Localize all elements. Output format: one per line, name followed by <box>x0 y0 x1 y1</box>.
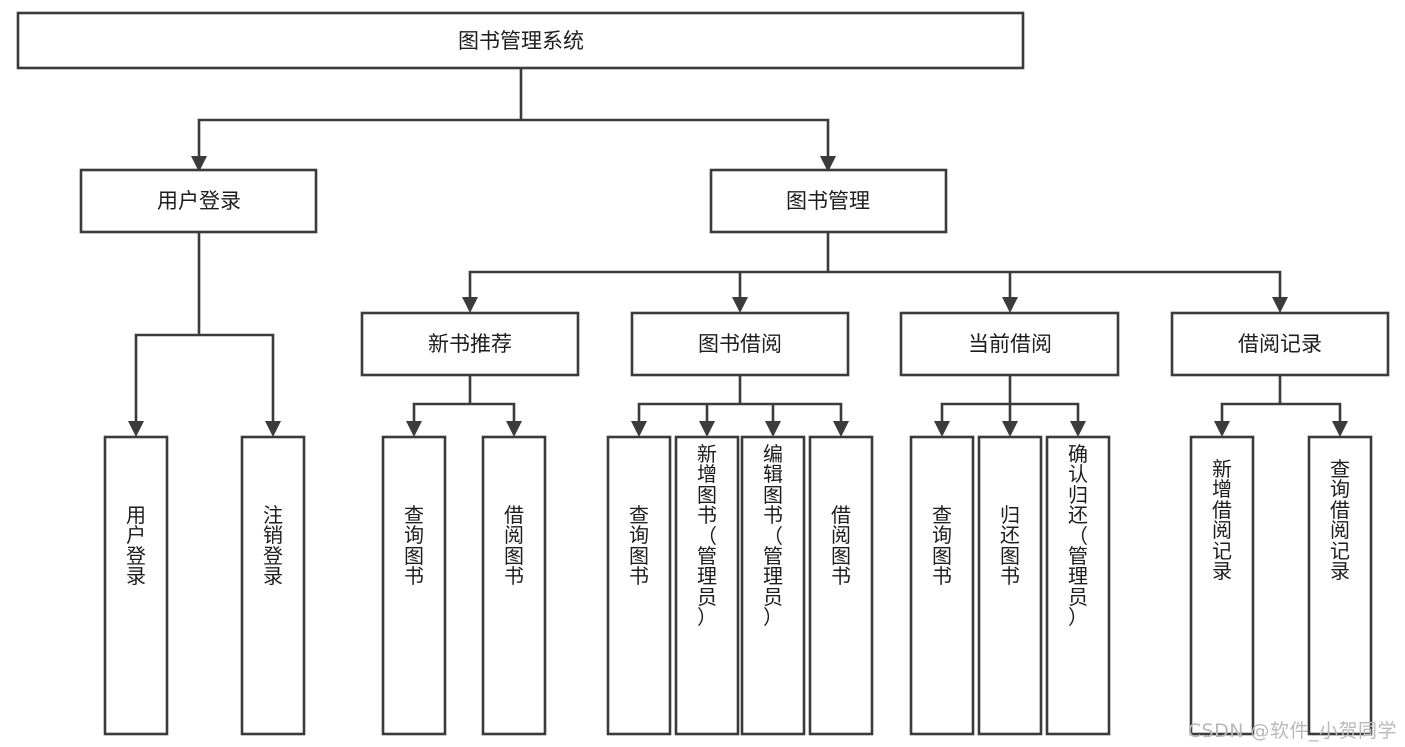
arrow-to-current-borrow <box>1002 297 1018 313</box>
arrow-cb-leaf-2 <box>1002 421 1018 437</box>
node-box-leaf-return-book-cb[interactable] <box>977 435 1043 736</box>
node-box-leaf-edit-book-bb[interactable] <box>740 435 806 736</box>
arrow-bb-leaf-3 <box>765 421 781 437</box>
node-label-root: 图书管理系统 <box>458 29 584 53</box>
node-box-current-borrow[interactable] <box>899 311 1120 377</box>
node-box-leaf-borrow-book-bb[interactable] <box>808 435 874 736</box>
node-box-leaf-logout[interactable] <box>240 435 306 736</box>
connector-group <box>128 66 1348 437</box>
node-box-new-book-recommend[interactable] <box>360 311 580 377</box>
arrow-nb-leaf-1 <box>406 421 422 437</box>
node-box-user-login[interactable] <box>79 168 318 234</box>
node-label-book-borrow: 图书借阅 <box>698 332 782 356</box>
connector-new-book-to-leaves <box>412 373 516 425</box>
arrow-to-new-book <box>462 297 478 313</box>
node-box-leaf-query-book-bb[interactable] <box>606 435 672 736</box>
arrow-bb-leaf-2 <box>699 421 715 437</box>
node-box-book-borrow[interactable] <box>630 311 850 377</box>
node-box-leaf-user-login[interactable] <box>103 435 169 736</box>
node-box-leaf-confirm-return-cb[interactable] <box>1045 435 1111 736</box>
arrow-br-leaf-2 <box>1332 421 1348 437</box>
arrow-cb-leaf-3 <box>1070 421 1086 437</box>
node-label-borrow-record: 借阅记录 <box>1238 332 1322 356</box>
connector-current-borrow-to-leaves <box>940 373 1080 425</box>
connector-book-manage-to-level3 <box>468 230 1282 301</box>
arrow-to-user-login <box>191 156 207 172</box>
arrow-br-leaf-1 <box>1214 421 1230 437</box>
node-box-leaf-add-record-br[interactable] <box>1189 435 1255 736</box>
node-box-book-manage[interactable] <box>709 168 948 234</box>
node-label-new-book-recommend: 新书推荐 <box>428 332 512 356</box>
connector-book-borrow-to-leaves <box>637 373 843 425</box>
arrow-to-borrow-record <box>1272 297 1288 313</box>
arrow-to-leaf-user-login <box>128 421 144 437</box>
arrow-to-book-borrow <box>732 297 748 313</box>
csdn-watermark: CSDN @软件_小贺同学 <box>1187 720 1397 742</box>
node-label-current-borrow: 当前借阅 <box>968 332 1052 356</box>
arrow-nb-leaf-2 <box>506 421 522 437</box>
arrow-cb-leaf-1 <box>934 421 950 437</box>
node-label-book-manage: 图书管理 <box>786 189 870 213</box>
arrow-to-leaf-logout <box>265 421 281 437</box>
connector-user-login-to-leaves <box>134 230 275 425</box>
node-group: 图书管理系统 用户登录 图书管理 新书推荐 图书借阅 当前借阅 借阅记录 <box>16 11 1390 736</box>
node-box-root[interactable] <box>16 11 1025 70</box>
node-box-leaf-query-book-cb[interactable] <box>909 435 975 736</box>
arrow-bb-leaf-1 <box>631 421 647 437</box>
arrow-bb-leaf-4 <box>833 421 849 437</box>
node-label-user-login: 用户登录 <box>157 189 241 213</box>
node-box-leaf-add-book-bb[interactable] <box>674 435 740 736</box>
arrow-to-book-manage <box>820 156 836 172</box>
connector-borrow-record-to-leaves <box>1220 373 1342 425</box>
node-box-leaf-query-record-br[interactable] <box>1307 435 1373 736</box>
node-box-leaf-borrow-book-nb[interactable] <box>481 435 547 736</box>
connector-root-to-level2 <box>197 66 830 160</box>
node-box-borrow-record[interactable] <box>1170 311 1390 377</box>
node-box-leaf-query-book-nb[interactable] <box>381 435 447 736</box>
